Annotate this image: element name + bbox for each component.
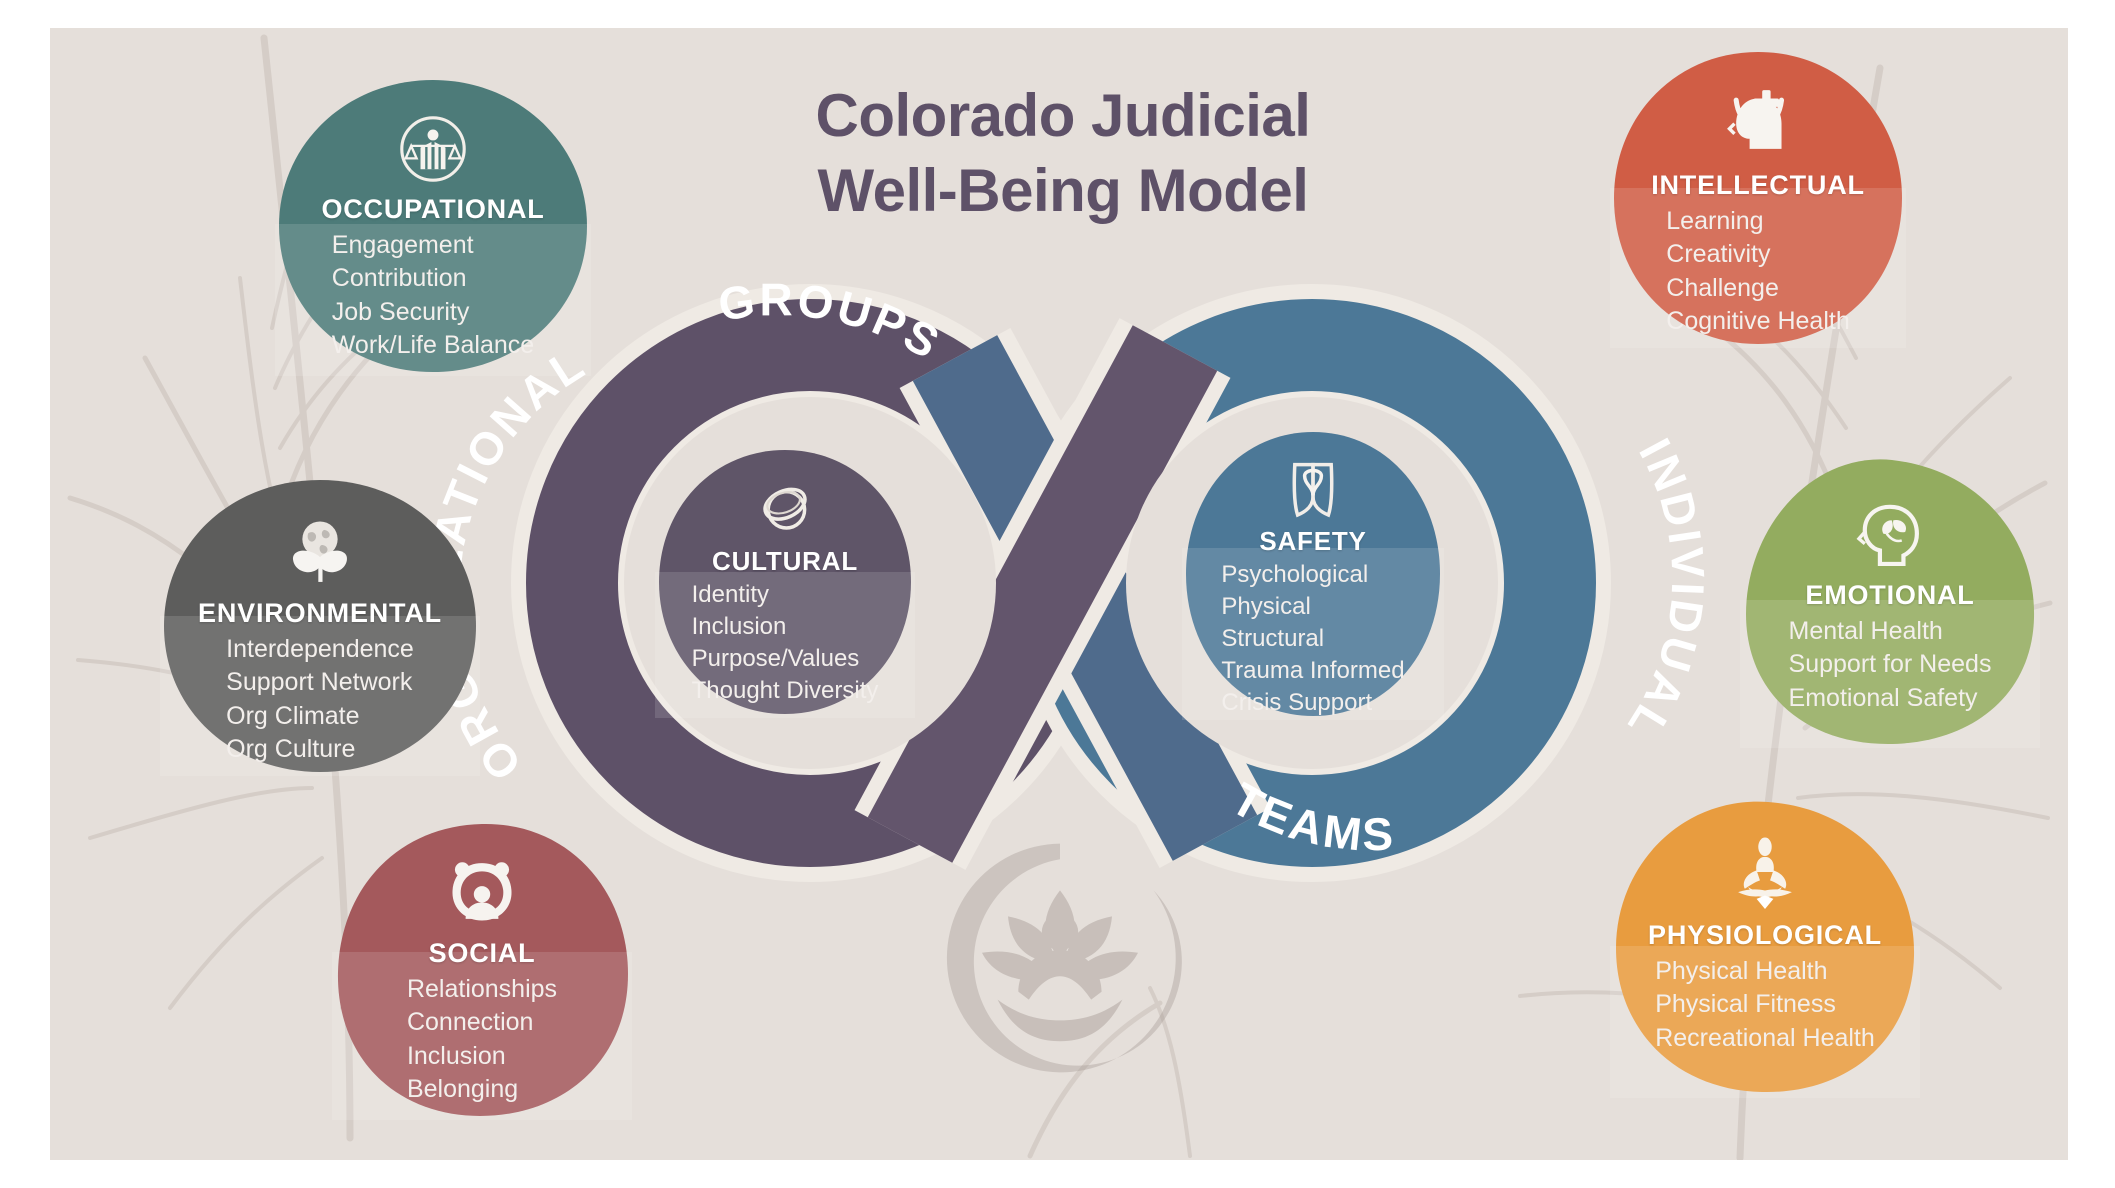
orbit-sphere-icon bbox=[763, 487, 807, 530]
bubble-social[interactable]: SOCIAL Relationships Connection Inclusio… bbox=[332, 820, 632, 1120]
list-item: Physical bbox=[1221, 592, 1311, 620]
list-item: Support for Needs bbox=[1788, 650, 1992, 679]
list-item: Physical Health bbox=[1655, 957, 1828, 985]
scales-of-justice-icon bbox=[400, 116, 466, 182]
list-item: Inclusion bbox=[406, 1041, 506, 1070]
bubble-title: EMOTIONAL bbox=[1805, 580, 1975, 610]
bubble-environmental[interactable]: ENVIRONMENTAL Interdependence Support Ne… bbox=[160, 476, 480, 776]
title-line-1: Colorado Judicial bbox=[815, 82, 1311, 149]
bubble-item-list: Psychological Physical Structural Trauma… bbox=[1221, 559, 1404, 719]
bubble-item-list: Learning Creativity Challenge Cognitive … bbox=[1666, 205, 1849, 338]
list-item: Thought Diversity bbox=[691, 676, 879, 704]
list-item: Interdependence bbox=[226, 635, 414, 663]
bubble-item-list: Identity Inclusion Purpose/Values Though… bbox=[692, 579, 879, 707]
bubble-title: SAFETY bbox=[1259, 526, 1367, 556]
list-item: Job Security bbox=[331, 297, 470, 326]
list-item: Physical Fitness bbox=[1655, 990, 1836, 1019]
head-leaf-icon bbox=[1856, 504, 1919, 567]
title-line-2: Well-Being Model bbox=[817, 157, 1309, 224]
bubble-tint bbox=[332, 952, 632, 1120]
bubble-physiological[interactable]: PHYSIOLOGICAL Physical Health Physical F… bbox=[1610, 798, 1920, 1098]
list-item: Crisis Support bbox=[1221, 688, 1373, 716]
list-item: Work/Life Balance bbox=[331, 330, 535, 359]
bubble-safety[interactable]: SAFETY Psychological Physical Structural… bbox=[1182, 428, 1444, 720]
list-item: Trauma Informed bbox=[1221, 656, 1405, 684]
list-item: Structural bbox=[1221, 624, 1325, 652]
list-item: Org Climate bbox=[226, 701, 360, 730]
bubble-title: INTELLECTUAL bbox=[1651, 170, 1865, 200]
list-item: Org Culture bbox=[226, 734, 356, 763]
list-item: Engagement bbox=[331, 231, 474, 259]
list-item: Challenge bbox=[1666, 273, 1779, 302]
shield-icon bbox=[1292, 462, 1334, 518]
bubble-item-list: Physical Health Physical Fitness Recreat… bbox=[1655, 955, 1875, 1055]
band-label-individual: INDIVIDUAL bbox=[1617, 430, 1715, 750]
list-item: Relationships bbox=[406, 975, 558, 1003]
list-item: Connection bbox=[406, 1008, 534, 1037]
list-item: Mental Health bbox=[1788, 617, 1943, 645]
page-title: Colorado Judicial Well-Being Model bbox=[668, 78, 1458, 228]
lotus-meditation-enso-icon bbox=[946, 843, 1182, 1073]
list-item: Recreational Health bbox=[1655, 1023, 1875, 1052]
globe-leaves-icon bbox=[292, 521, 348, 582]
bubble-item-list: Relationships Connection Inclusion Belon… bbox=[407, 973, 557, 1106]
bubble-occupational[interactable]: OCCUPATIONAL Engagement Contribution Job… bbox=[275, 76, 591, 376]
list-item: Identity bbox=[691, 581, 770, 608]
meditating-figure-icon bbox=[1738, 837, 1792, 909]
bubble-shape bbox=[659, 450, 911, 714]
bubble-title: OCCUPATIONAL bbox=[321, 194, 545, 224]
bubble-intellectual[interactable]: INTELLECTUAL Learning Creativity Challen… bbox=[1610, 48, 1906, 348]
bubble-emotional[interactable]: EMOTIONAL Mental Health Support for Need… bbox=[1740, 456, 2040, 748]
list-item: Contribution bbox=[331, 264, 467, 293]
list-item: Belonging bbox=[406, 1074, 519, 1103]
bubble-item-list: Mental Health Support for Needs Emotiona… bbox=[1789, 615, 1992, 715]
list-item: Purpose/Values bbox=[691, 644, 860, 672]
bubble-tint bbox=[655, 572, 915, 718]
people-circle-icon bbox=[452, 862, 512, 921]
list-item: Learning bbox=[1666, 207, 1764, 235]
bubble-title: PHYSIOLOGICAL bbox=[1648, 920, 1882, 950]
bubble-item-list: Engagement Contribution Job Security Wor… bbox=[332, 229, 534, 362]
list-item: Support Network bbox=[226, 668, 413, 697]
bubble-title: CULTURAL bbox=[712, 546, 858, 576]
bubble-cultural[interactable]: CULTURAL Identity Inclusion Purpose/Valu… bbox=[655, 446, 915, 718]
bubble-tint bbox=[1182, 548, 1444, 720]
head-medical-cross-icon bbox=[1727, 90, 1785, 149]
list-item: Emotional Safety bbox=[1788, 683, 1978, 712]
list-item: Psychological bbox=[1221, 561, 1369, 588]
infographic-canvas: Colorado Judicial Well-Being Model bbox=[50, 28, 2068, 1160]
bubble-shape bbox=[1186, 432, 1440, 716]
bubble-title: SOCIAL bbox=[428, 938, 536, 968]
list-item: Cognitive Health bbox=[1666, 306, 1850, 335]
bubble-shape bbox=[337, 823, 628, 1116]
list-item: Inclusion bbox=[691, 612, 787, 640]
list-item: Creativity bbox=[1666, 240, 1771, 269]
bubble-item-list: Interdependence Support Network Org Clim… bbox=[226, 633, 414, 766]
bubble-title: ENVIRONMENTAL bbox=[198, 598, 442, 628]
